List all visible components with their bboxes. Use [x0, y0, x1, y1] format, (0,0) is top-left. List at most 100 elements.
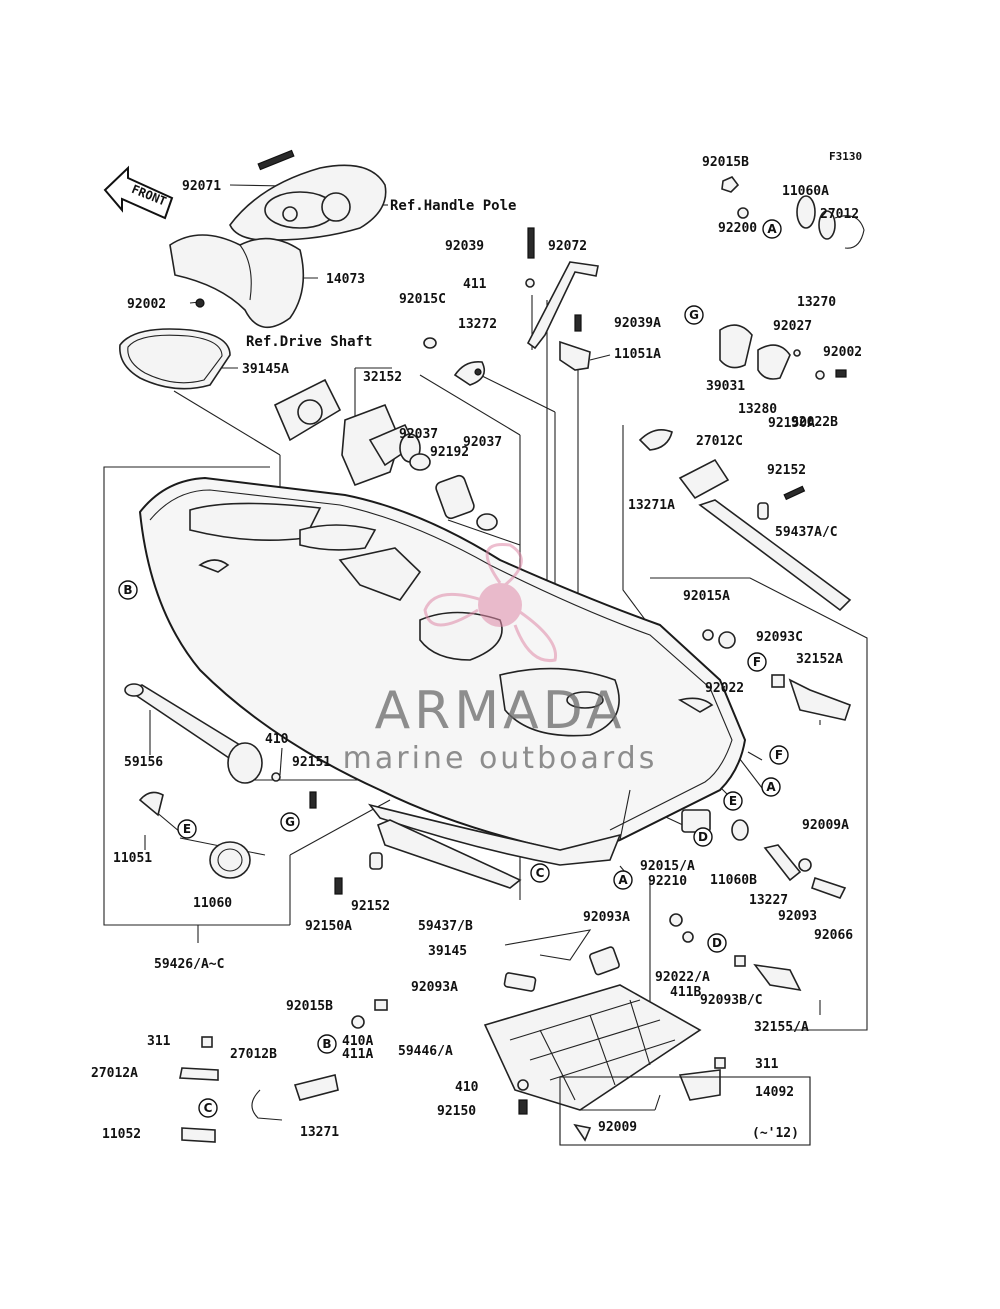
part-label: (~'12) — [752, 1126, 799, 1141]
handle-pole-cover — [229, 149, 387, 242]
svg-text:C: C — [536, 866, 545, 880]
bracket-13272 — [423, 337, 486, 386]
part-label: 13280 — [738, 402, 777, 417]
part-label: 39145 — [428, 944, 467, 959]
part-label: 92015C — [399, 292, 446, 307]
part-label: 92192 — [430, 445, 469, 460]
hose-clamps-92037 — [409, 453, 498, 531]
part-label: 59437A/C — [775, 525, 838, 540]
front-arrow-icon: FRONT — [103, 165, 174, 220]
part-label: 410A — [342, 1034, 373, 1049]
part-label: 32152 — [363, 370, 402, 385]
part-label: 92015B — [702, 155, 749, 170]
part-label: 92039 — [445, 239, 484, 254]
callout-d-2: D — [707, 933, 727, 953]
svg-text:A: A — [767, 222, 777, 236]
ref-handle-pole: Ref.Handle Pole — [390, 198, 516, 214]
callout-b-1: B — [118, 580, 138, 600]
part-label: 59437/B — [418, 919, 473, 934]
callout-b-2: B — [317, 1034, 337, 1054]
part-label: 11060B — [710, 873, 757, 888]
callout-c-2: C — [198, 1098, 218, 1118]
part-label: 92037 — [463, 435, 502, 450]
part-label: 92066 — [814, 928, 853, 943]
part-label: 92093C — [756, 630, 803, 645]
part-labels: F3130 Ref.Handle Pole Ref.Drive Shaft 92… — [91, 150, 862, 1142]
part-label: 92015/A — [640, 859, 695, 874]
right-mid-hardware — [638, 429, 852, 721]
part-label: 92151 — [292, 755, 331, 770]
part-label: 92002 — [823, 345, 862, 360]
part-label: 411B — [670, 985, 701, 1000]
svg-text:D: D — [712, 936, 722, 950]
part-label: 59446/A — [398, 1044, 453, 1059]
part-label: 32155/A — [754, 1020, 809, 1035]
part-label: 11051A — [614, 347, 661, 362]
handle-pad — [169, 234, 305, 328]
callout-c-1: C — [530, 863, 550, 883]
left-intake-pipe — [124, 683, 317, 879]
part-label: 92150 — [437, 1104, 476, 1119]
hull — [138, 476, 747, 866]
part-label: 11060A — [782, 184, 829, 199]
svg-text:F: F — [753, 655, 761, 669]
part-label: 92150A — [305, 919, 352, 934]
callout-f-2: F — [769, 745, 789, 765]
callout-a-3: A — [613, 870, 633, 890]
part-label: 92015A — [683, 589, 730, 604]
callout-f-1: F — [747, 652, 767, 672]
intake-grate-59446 — [483, 929, 726, 1142]
callout-g-1: G — [684, 305, 704, 325]
sponson-59437B — [334, 819, 522, 895]
part-label: 92009 — [598, 1120, 637, 1135]
part-label: 92022B — [791, 415, 838, 430]
part-label: 27012 — [820, 207, 859, 222]
part-label: 92152 — [767, 463, 806, 478]
right-lower-hardware — [669, 819, 847, 992]
watermark — [423, 542, 558, 663]
part-label: 13271A — [628, 498, 675, 513]
svg-text:G: G — [689, 308, 699, 322]
part-label: 410 — [455, 1080, 479, 1095]
part-label: 92071 — [182, 179, 221, 194]
part-label: 27012C — [696, 434, 743, 449]
callout-d-1: D — [693, 827, 713, 847]
part-label: 14073 — [326, 272, 365, 287]
part-label: 92039A — [614, 316, 661, 331]
svg-text:A: A — [766, 780, 776, 794]
part-label: 311 — [147, 1034, 171, 1049]
figure-code: F3130 — [829, 150, 862, 163]
watermark-logo-icon — [478, 583, 522, 627]
part-label: 59426/A~C — [154, 957, 224, 972]
part-label: 59156 — [124, 755, 163, 770]
part-label: 92152 — [351, 899, 390, 914]
part-label: 92093A — [583, 910, 630, 925]
part-label: 32152A — [796, 652, 843, 667]
callout-e-2: E — [177, 819, 197, 839]
part-label: 411 — [463, 277, 487, 292]
callout-a-1: A — [762, 219, 782, 239]
part-label: 92002 — [127, 297, 166, 312]
callout-e-1: E — [723, 791, 743, 811]
part-label: 92022/A — [655, 970, 710, 985]
part-label: 92009A — [802, 818, 849, 833]
svg-text:C: C — [204, 1101, 213, 1115]
callout-a-2: A — [761, 777, 781, 797]
part-label: 14092 — [755, 1085, 794, 1100]
part-label: 92027 — [773, 319, 812, 334]
part-label: 13270 — [797, 295, 836, 310]
svg-text:E: E — [729, 794, 737, 808]
svg-text:B: B — [123, 583, 132, 597]
watermark-brand: ARMADA — [375, 681, 626, 741]
part-label: 92037 — [399, 427, 438, 442]
part-label: 92093A — [411, 980, 458, 995]
part-label: 13227 — [749, 893, 788, 908]
callouts: A G B F F A E D A C G E D B C — [118, 219, 789, 1118]
bracket-92072 — [525, 227, 599, 371]
part-label: 92150A — [768, 416, 815, 431]
part-label: 92093B/C — [700, 993, 763, 1008]
bottom-left-hardware — [179, 999, 388, 1143]
part-label: 411A — [342, 1047, 373, 1062]
part-label: 92210 — [648, 874, 687, 889]
